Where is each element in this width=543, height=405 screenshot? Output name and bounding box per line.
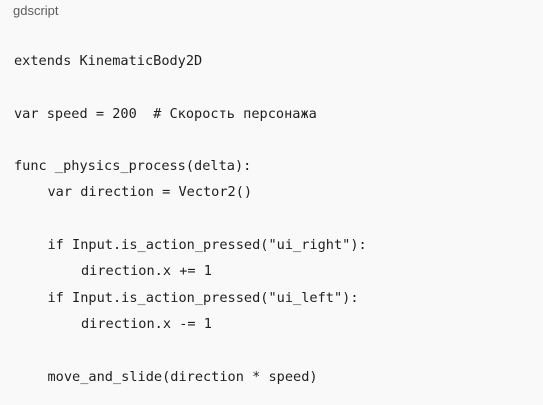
code-line <box>14 78 367 104</box>
code-line: direction.x -= 1 <box>81 315 212 332</box>
code-content[interactable]: extends KinematicBody2D var speed = 200 #… <box>14 52 367 394</box>
code-line: if Input.is_action_pressed("ui_left"): <box>47 289 359 306</box>
code-line <box>14 341 367 367</box>
code-line: func _physics_process(delta): <box>14 158 252 175</box>
code-line: if Input.is_action_pressed("ui_right"): <box>47 237 367 254</box>
code-line <box>14 131 367 157</box>
code-line: extends KinematicBody2D <box>14 53 203 69</box>
code-line: var speed = 200 # Скорость персонажа <box>14 105 317 122</box>
code-line: var direction = Vector2() <box>47 184 253 201</box>
code-line: move_and_slide(direction * speed) <box>47 368 318 385</box>
code-language-label: gdscript <box>13 3 59 18</box>
code-line <box>14 210 367 236</box>
code-line: direction.x += 1 <box>81 263 212 280</box>
